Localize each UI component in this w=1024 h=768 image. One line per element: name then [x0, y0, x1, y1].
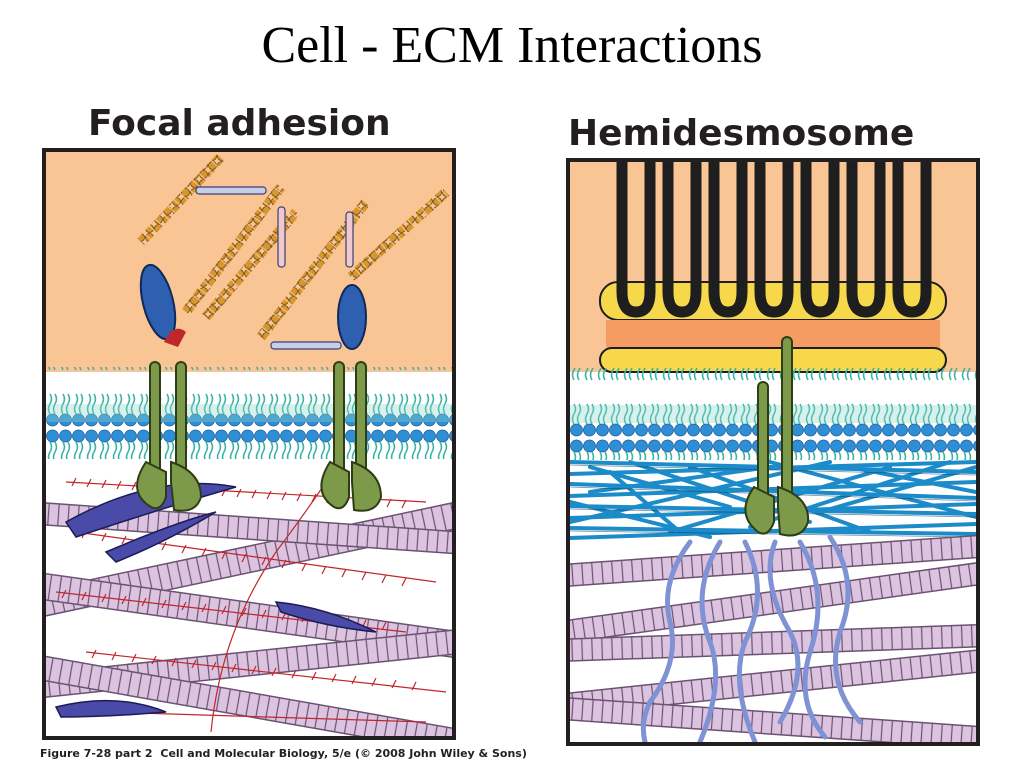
figure-number: Figure 7-28 part 2 — [40, 747, 153, 760]
hemidesmosome-panel — [566, 158, 980, 746]
anchoring-fibrils — [640, 534, 863, 742]
alpha-actinin — [195, 186, 354, 350]
focal-adhesion-panel — [42, 148, 456, 740]
hemidesmosome-plaque — [599, 256, 947, 373]
collagen-fibers — [46, 490, 452, 736]
focal-adhesion-heading: Focal adhesion — [88, 103, 391, 144]
figure-source: Cell and Molecular Biology, 5/e (© 2008 … — [160, 747, 527, 760]
lipid-bilayer-hemi — [570, 368, 976, 460]
integrin-left — [136, 361, 203, 512]
slide-title: Cell - ECM Interactions — [261, 17, 763, 74]
integrin-alpha6-beta4 — [744, 336, 810, 537]
lipid-bilayer — [46, 367, 452, 459]
integrin-right — [320, 361, 383, 512]
hemidesmosome-heading: Hemidesmosome — [568, 113, 915, 154]
collagen-fibers-hemi — [570, 530, 976, 742]
figure-caption: Figure 7-28 part 2 Cell and Molecular Bi… — [40, 747, 531, 760]
vinculin-talin — [139, 263, 367, 350]
